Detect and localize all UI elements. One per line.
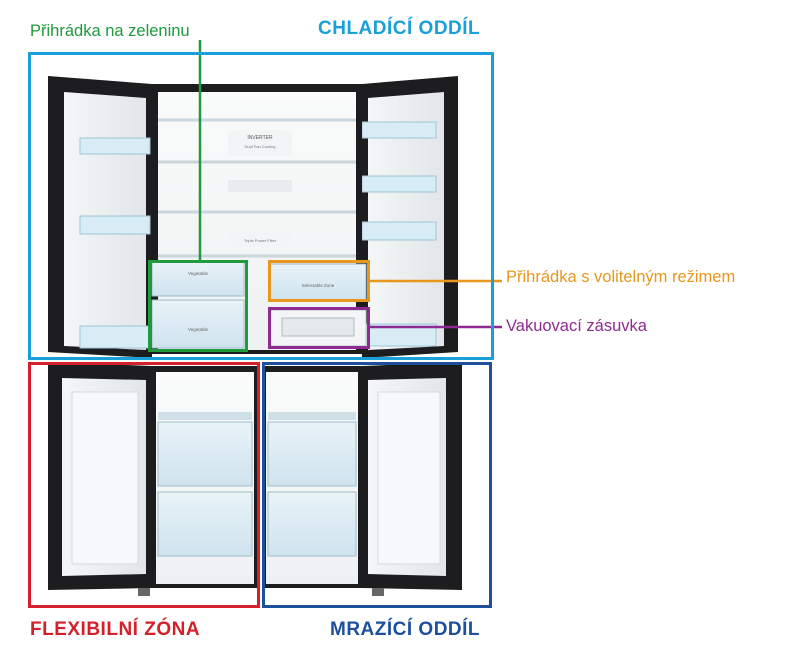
lower-right-door [362,362,462,590]
freezer-section-label: MRAZÍCÍ ODDÍL [330,619,481,640]
vacuum-drawer-frame [268,307,370,349]
upper-right-door [361,76,458,358]
vegetable-text-1: Vegetable [188,271,209,276]
cooling-section-label: CHLADÍCÍ ODDÍL [318,18,481,39]
flexible-zone-label: FLEXIBILNÍ ZÓNA [30,619,201,640]
inverter-text: INVERTER [247,135,273,141]
flexible-zone-frame [28,362,260,608]
vegetable-drawer-frame [148,260,248,352]
triple-power-text: Triple Power Filter [244,238,277,243]
selectable-drawer-frame [268,260,370,302]
vegetable-drawer-label: Přihrádka na zeleninu [30,22,190,40]
dual-fan-text: Dual Fan Cooling [245,144,276,149]
selectable-mode-drawer-label: Přihrádka s volitelným režimem [506,268,736,286]
flexible-zone-cavity [152,366,258,588]
upper-left-door [48,76,152,358]
cooling-section-frame [28,52,494,360]
selectable-text: Selectable Zone [302,283,335,288]
vegetable-text-2: Vegetable [188,327,209,332]
vacuum-drawer-label: Vakuovací zásuvka [506,317,647,335]
freezer-cavity [262,366,362,588]
lower-left-door [48,362,152,590]
freezer-section-frame [262,362,492,608]
